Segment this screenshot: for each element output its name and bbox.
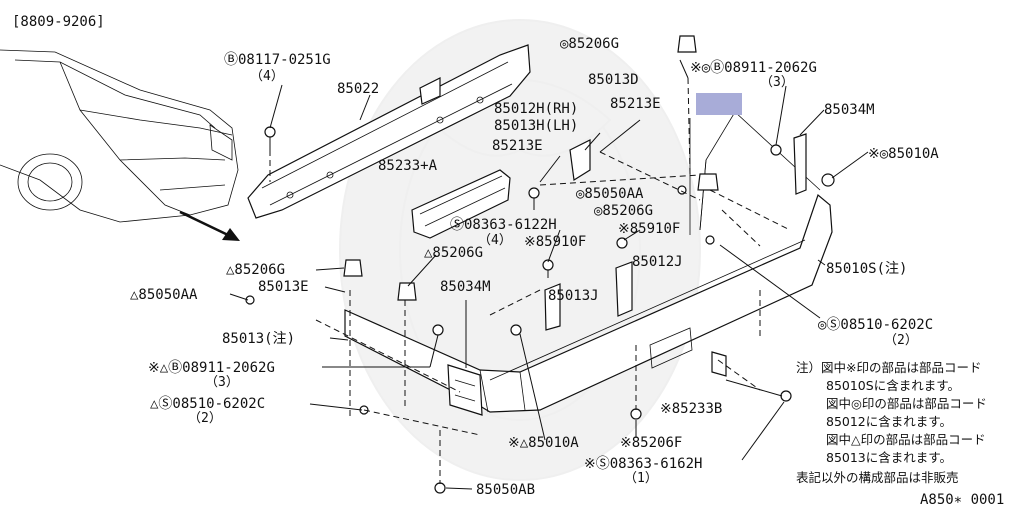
part-label-85050ab: 85050AB xyxy=(476,482,535,498)
note-line: 85010Sに含まれます。 xyxy=(826,378,960,393)
part-label-85013h: 85013H(LH) xyxy=(494,118,578,134)
part-label-85034m-center: 85034M xyxy=(440,279,491,295)
notes-block: 注）図中※印の部品は部品コード 85010Sに含まれます。 図中◎印の部品は部品… xyxy=(796,360,987,485)
note-line: 図中◎印の部品は部品コード xyxy=(826,396,987,411)
part-label-85233b: ※85233B xyxy=(660,401,722,417)
direction-arrow xyxy=(179,210,240,241)
part-label-85213e-right: 85213E xyxy=(610,96,661,112)
part-label-85206g-mid: ◎85206G xyxy=(594,203,653,219)
part-label-85213e-left: 85213E xyxy=(492,138,543,154)
part-qty-08117: （4） xyxy=(250,69,284,84)
part-label-85013e: 85013E xyxy=(258,279,309,295)
note-line: 表記以外の構成部品は非販売 xyxy=(796,470,959,485)
part-label-85013j: 85013J xyxy=(548,288,599,304)
part-qty-08510-right: （2） xyxy=(884,333,918,348)
note-line: 注）図中※印の部品は部品コード xyxy=(796,360,981,375)
part-label-85013d: 85013D xyxy=(588,72,639,88)
date-range-label: [8809-9206] xyxy=(12,14,105,30)
part-label-85034m-right: 85034M xyxy=(824,102,875,118)
part-qty-08510-left: （2） xyxy=(188,411,222,426)
part-label-85206g-center: △85206G xyxy=(424,245,483,261)
note-line: 図中△印の部品は部品コード xyxy=(826,432,986,447)
part-label-85910f-left: ※85910F xyxy=(524,234,586,250)
energy-absorber xyxy=(411,169,511,239)
part-label-85010s: 85010S(注) xyxy=(826,261,907,277)
note-line: 85013に含まれます。 xyxy=(826,450,952,465)
part-label-08363-6162h: ※Ⓢ08363-6162H xyxy=(584,456,702,472)
side-retainer-left xyxy=(447,364,483,416)
part-label-85910f-right: ※85910F xyxy=(618,221,680,237)
part-qty-08911-left: （3） xyxy=(205,375,239,390)
part-label-85010a-right: ※◎85010A xyxy=(868,146,939,162)
part-label-85012j: 85012J xyxy=(632,254,683,270)
car-outline-illustration xyxy=(0,49,239,223)
part-label-08363-6122h: Ⓢ08363-6122H xyxy=(450,217,557,233)
part-qty-08363-6122h: （4） xyxy=(478,233,512,248)
leader-lines xyxy=(229,59,869,490)
part-label-08911-left: ※△Ⓑ08911-2062G xyxy=(148,360,275,376)
part-label-08510-left: △Ⓢ08510-6202C xyxy=(150,396,265,412)
part-label-85206f: ※85206F xyxy=(620,435,682,451)
note-line: 85012に含まれます。 xyxy=(826,414,952,429)
part-label-85050aa-mid: ◎85050AA xyxy=(576,186,644,202)
bumper-reinforcement xyxy=(247,44,531,219)
part-label-85206g-left: △85206G xyxy=(226,262,285,278)
part-label-85022: 85022 xyxy=(337,81,379,97)
part-qty-08363-6162h: （1） xyxy=(624,471,658,486)
part-label-85010a-bottom: ※△85010A xyxy=(508,435,579,451)
part-label-85233a: 85233+A xyxy=(378,158,438,174)
part-label-08510-right: ◎Ⓢ08510-6202C xyxy=(818,317,933,333)
part-label-08117-0251g: Ⓑ08117-0251G xyxy=(224,52,331,68)
part-label-08911-top: ※◎Ⓑ08911-2062G xyxy=(690,60,817,76)
part-label-85013-note: 85013(注) xyxy=(222,331,295,347)
highlight-box xyxy=(696,93,742,115)
part-label-85050aa-left: △85050AA xyxy=(130,287,198,303)
part-label-85012h: 85012H(RH) xyxy=(494,101,578,117)
figure-code: A850∗ 0001 xyxy=(920,492,1004,508)
part-label-85206g-top: ◎85206G xyxy=(560,36,619,52)
part-qty-08911-top: （3） xyxy=(760,75,794,90)
